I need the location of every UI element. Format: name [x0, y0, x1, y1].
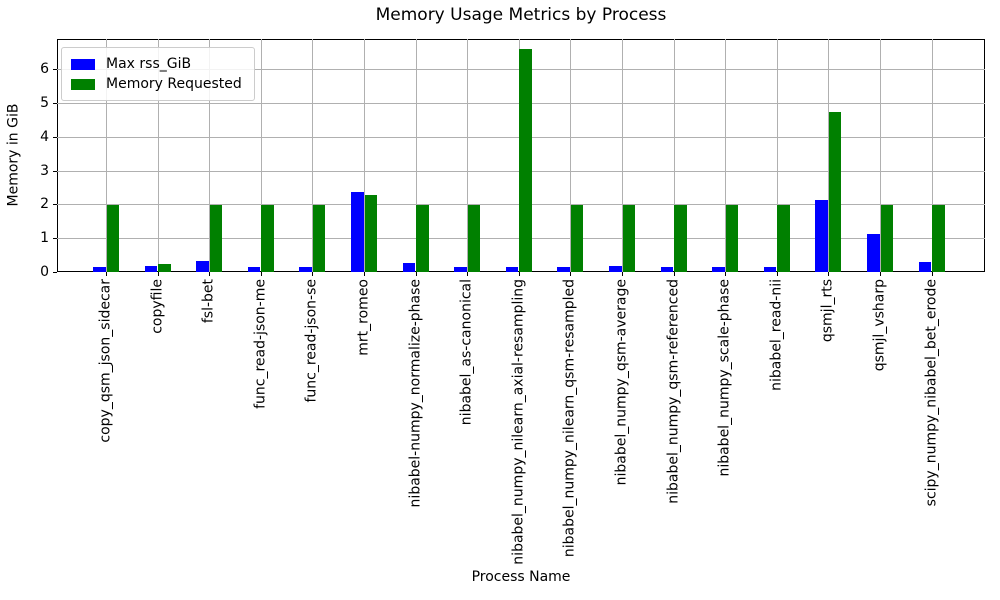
- x-tick-mark: [828, 272, 830, 276]
- legend-label: Memory Requested: [106, 76, 242, 92]
- x-tick-mark: [415, 272, 417, 276]
- x-tick-mark: [106, 272, 107, 276]
- bar-max-rss: [351, 191, 364, 272]
- y-tick-mark: [53, 69, 57, 71]
- bar-memory-requested: [570, 205, 584, 272]
- x-tick-mark: [570, 272, 572, 276]
- bar-max-rss: [763, 266, 777, 272]
- bar-max-rss: [867, 233, 880, 272]
- x-tick-mark: [467, 272, 469, 276]
- x-tick-mark: [157, 272, 159, 276]
- bar-memory-requested: [519, 49, 532, 272]
- legend-item-max-rss: Max rss_GiB: [71, 54, 242, 74]
- bar-max-rss: [609, 265, 622, 272]
- bar-max-rss: [505, 266, 519, 272]
- x-tick-mark: [622, 272, 623, 276]
- y-tick-label: 6: [40, 61, 49, 78]
- bar-max-rss: [402, 262, 416, 272]
- y-tick-mark: [53, 204, 57, 206]
- gridline-vertical: [209, 39, 211, 272]
- gridline-vertical: [673, 39, 675, 272]
- x-tick-mark: [312, 272, 314, 276]
- bar-memory-requested: [725, 205, 739, 272]
- y-tick-mark: [53, 103, 57, 105]
- bar-memory-requested: [106, 205, 119, 272]
- gridline-vertical: [415, 39, 417, 272]
- bar-max-rss: [918, 261, 932, 272]
- x-tick-mark: [880, 272, 881, 276]
- x-tick-mark: [931, 272, 933, 276]
- bar-memory-requested: [467, 205, 481, 272]
- x-tick-mark: [260, 272, 262, 276]
- bar-memory-requested: [674, 205, 687, 272]
- gridline-vertical: [106, 39, 107, 272]
- bar-memory-requested: [880, 205, 893, 272]
- gridline-vertical: [312, 39, 314, 272]
- y-tick-label: 0: [40, 264, 49, 280]
- bar-memory-requested: [158, 264, 171, 272]
- y-tick-label: 5: [40, 95, 49, 112]
- bar-memory-requested: [828, 112, 842, 272]
- y-tick-label: 3: [40, 162, 49, 179]
- gridline-vertical: [931, 39, 933, 272]
- legend: Max rss_GiB Memory Requested: [61, 47, 255, 101]
- x-tick-mark: [518, 272, 520, 276]
- bar-max-rss: [144, 266, 158, 272]
- gridline-vertical: [622, 39, 623, 272]
- x-tick-mark: [364, 272, 365, 276]
- gridline-vertical: [880, 39, 881, 272]
- bar-max-rss: [299, 266, 312, 272]
- chart-title: Memory Usage Metrics by Process: [375, 5, 667, 25]
- gridline-vertical: [260, 39, 262, 272]
- bar-max-rss: [815, 199, 828, 272]
- y-tick-label: 1: [40, 230, 49, 247]
- bar-memory-requested: [209, 205, 223, 272]
- gridline-vertical: [467, 39, 469, 272]
- bar-memory-requested: [261, 205, 274, 272]
- legend-item-memory-requested: Memory Requested: [71, 74, 242, 94]
- x-tick-mark: [725, 272, 727, 276]
- bar-max-rss: [712, 266, 725, 272]
- gridline-vertical: [725, 39, 727, 272]
- bar-max-rss: [93, 266, 106, 272]
- y-tick-mark: [53, 170, 57, 172]
- x-axis-title: Process Name: [471, 569, 571, 585]
- x-tick-mark: [673, 272, 675, 276]
- y-tick-label: 4: [40, 128, 49, 145]
- y-tick-mark: [53, 272, 57, 273]
- bar-memory-requested: [777, 205, 790, 272]
- bar-memory-requested: [622, 205, 635, 272]
- gridline-vertical: [364, 39, 365, 272]
- legend-label: Max rss_GiB: [106, 56, 192, 72]
- x-tick-mark: [776, 272, 778, 276]
- bar-memory-requested: [416, 205, 429, 272]
- legend-swatch-memory-requested: [71, 78, 95, 90]
- y-tick-label: 2: [40, 196, 49, 213]
- y-tick-mark: [53, 238, 57, 240]
- bar-max-rss: [660, 266, 674, 272]
- y-tick-mark: [53, 136, 57, 138]
- bar-memory-requested: [364, 195, 377, 272]
- bar-max-rss: [557, 266, 570, 272]
- bar-memory-requested: [312, 205, 326, 272]
- gridline-vertical: [570, 39, 572, 272]
- x-tick-mark: [209, 272, 211, 276]
- bar-max-rss: [196, 260, 209, 272]
- bar-max-rss: [454, 266, 467, 272]
- gridline-vertical: [776, 39, 778, 272]
- legend-swatch-max-rss: [71, 58, 95, 70]
- gridline-vertical: [157, 39, 159, 272]
- bar-memory-requested: [932, 205, 945, 272]
- bar-max-rss: [247, 266, 261, 272]
